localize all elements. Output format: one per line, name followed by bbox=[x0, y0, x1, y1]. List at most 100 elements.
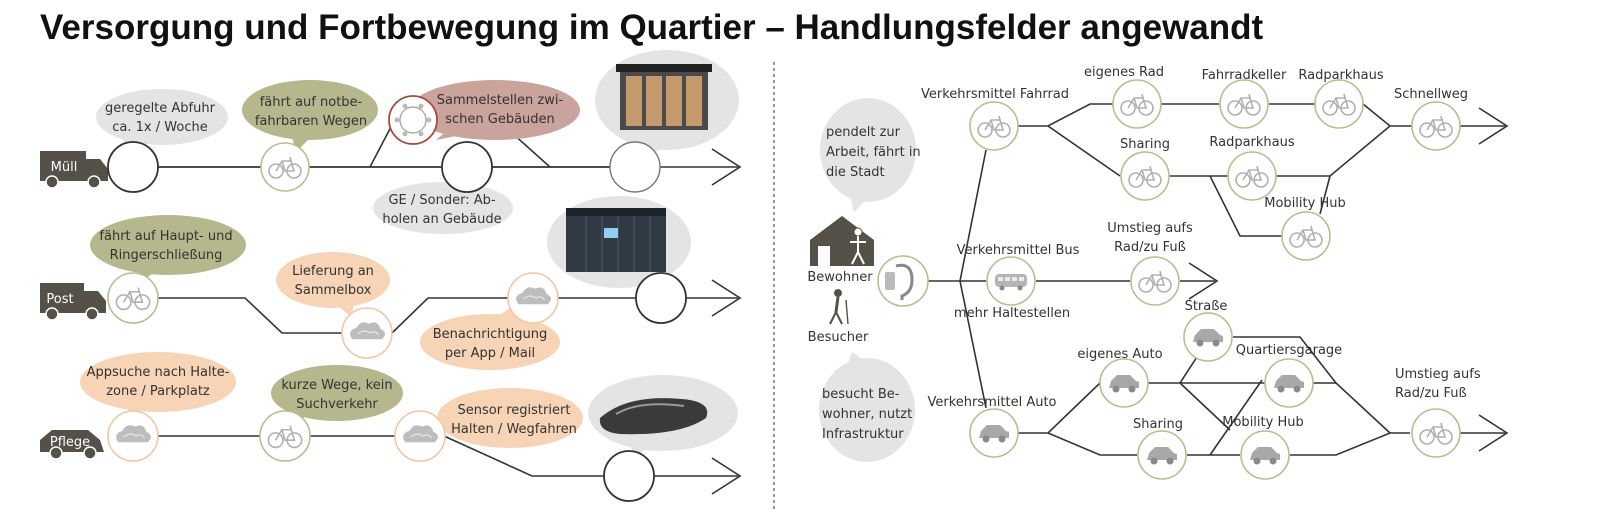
bubble-pflege-sensor bbox=[436, 388, 583, 448]
pflege-node-cloud-2 bbox=[394, 410, 446, 462]
pflege-arrow bbox=[711, 457, 742, 495]
node-label: Mobility Hub bbox=[1222, 415, 1303, 430]
node-vm-bus bbox=[986, 256, 1036, 306]
pflege-car bbox=[40, 430, 104, 460]
bubble-text: kurze Wege, kein bbox=[281, 378, 392, 393]
node-label: Schnellweg bbox=[1394, 87, 1468, 102]
bubble-text: fährt auf Haupt- und bbox=[99, 229, 232, 244]
muell-node-1 bbox=[107, 141, 159, 193]
muell-truck bbox=[40, 151, 108, 189]
node-label: eigenes Auto bbox=[1077, 347, 1162, 362]
node-label: Radparkhaus bbox=[1209, 135, 1295, 150]
node-radparkhaus-top bbox=[1314, 79, 1364, 129]
node-label: Verkehrsmittel Fahrrad bbox=[921, 87, 1069, 102]
pflege-node-bike bbox=[259, 410, 311, 462]
person-label-bewohner: Bewohner bbox=[807, 270, 873, 285]
bubble-post-lieferung bbox=[276, 252, 390, 318]
bus-arrow bbox=[1188, 262, 1219, 300]
bubble-text: pendelt zur bbox=[826, 125, 901, 140]
bubble-text: per App / Mail bbox=[445, 346, 535, 361]
trunk-up bbox=[959, 149, 987, 282]
node-umstieg-bus bbox=[1130, 256, 1180, 306]
row-label-pflege: Pflege bbox=[50, 435, 90, 450]
post-node-end bbox=[635, 272, 687, 324]
car-f bbox=[1233, 336, 1391, 434]
node-radparkhaus-mid bbox=[1227, 151, 1277, 201]
page-title: Versorgung und Fortbewegung im Quartier … bbox=[40, 8, 1264, 47]
bike-f bbox=[1047, 125, 1121, 177]
bike-i bbox=[1276, 125, 1391, 177]
post-line bbox=[158, 297, 342, 334]
node-label: Mobility Hub bbox=[1264, 196, 1345, 211]
node-sharing-auto bbox=[1137, 430, 1187, 480]
muell-node-bike bbox=[260, 142, 310, 192]
node-label: Rad/zu Fuß bbox=[1395, 386, 1467, 401]
bike-arrow bbox=[1478, 107, 1509, 145]
car-h bbox=[1290, 432, 1410, 456]
node-umstieg-auto bbox=[1411, 408, 1461, 458]
bubble-text: zone / Parkplatz bbox=[106, 384, 210, 399]
hiker-icon bbox=[829, 289, 849, 325]
bubble-text: besucht Be- bbox=[822, 387, 900, 402]
parcel-box-photo bbox=[566, 208, 666, 272]
node-eigenes-rad bbox=[1112, 79, 1162, 129]
bubble-text: schen Gebäuden bbox=[445, 112, 555, 127]
node-label: Rad/zu Fuß bbox=[1114, 240, 1186, 255]
bubble-muell-sammel bbox=[410, 80, 580, 140]
container-photo bbox=[616, 64, 712, 130]
bubble-pendelt bbox=[820, 98, 916, 212]
bubble-text: Suchverkehr bbox=[296, 397, 378, 412]
bike-h bbox=[1209, 175, 1282, 237]
node-label: Fahrradkeller bbox=[1202, 68, 1287, 83]
person-label-besucher: Besucher bbox=[808, 330, 869, 345]
node-label: Straße bbox=[1185, 299, 1228, 314]
node-label: Sharing bbox=[1120, 137, 1170, 152]
post-node-cloud bbox=[341, 307, 393, 359]
node-schnellweg bbox=[1411, 101, 1461, 151]
sensor-photo bbox=[599, 398, 708, 435]
node-label: mehr Haltestellen bbox=[954, 306, 1070, 321]
muell-node-end bbox=[609, 141, 661, 193]
bubble-text: Sammelstellen zwi- bbox=[437, 93, 564, 108]
bubble-text: wohner, nutzt bbox=[822, 407, 912, 422]
trunk-down bbox=[959, 280, 987, 409]
pflege-node-end bbox=[603, 450, 655, 502]
bubble-besucht bbox=[819, 352, 915, 462]
muell-node-ge bbox=[441, 141, 493, 193]
bubble-text: Lieferung an bbox=[292, 264, 374, 279]
node-label: Quartiersgarage bbox=[1236, 343, 1342, 358]
node-label: Radparkhaus bbox=[1298, 68, 1384, 83]
node-vm-fahrrad bbox=[969, 101, 1019, 151]
node-label: Umstieg aufs bbox=[1395, 367, 1481, 382]
bubble-text: holen an Gebäude bbox=[382, 212, 501, 227]
post-arrow bbox=[711, 279, 742, 317]
car-arrow bbox=[1478, 414, 1509, 452]
row-label-muell: Müll bbox=[51, 160, 78, 175]
node-fahrradkeller bbox=[1219, 79, 1269, 129]
node-mobility-hub-rad bbox=[1281, 211, 1331, 261]
bubble-text: geregelte Abfuhr bbox=[105, 101, 216, 116]
bike-j bbox=[1319, 175, 1331, 215]
post-node-cloud-2 bbox=[507, 272, 559, 324]
post-line-b bbox=[391, 297, 508, 334]
bubble-text: ca. 1x / Woche bbox=[112, 120, 207, 135]
bike-a bbox=[1018, 103, 1113, 127]
node-strasse bbox=[1183, 312, 1233, 362]
car-j bbox=[1209, 379, 1263, 456]
post-node-bike bbox=[107, 272, 159, 324]
bubble-text: Arbeit, fährt in bbox=[826, 145, 921, 160]
muell-node-sammel bbox=[388, 95, 438, 145]
person-icon bbox=[850, 227, 866, 265]
bubble-text: fährt auf notbe- bbox=[260, 95, 363, 110]
node-mobility-hub-auto bbox=[1240, 430, 1290, 480]
node-label: Verkehrsmittel Bus bbox=[957, 243, 1080, 258]
bubble-text: GE / Sonder: Ab- bbox=[388, 193, 495, 208]
bubble-text: Appsuche nach Halte- bbox=[87, 365, 230, 380]
bubble-text: Ringerschließung bbox=[110, 248, 223, 263]
muell-arrow bbox=[711, 148, 742, 186]
bubble-text: Sammelbox bbox=[295, 283, 372, 298]
bubble-text: Infrastruktur bbox=[822, 427, 904, 442]
node-sharing-rad bbox=[1120, 151, 1170, 201]
bubble-text: Sensor registriert bbox=[458, 403, 571, 418]
